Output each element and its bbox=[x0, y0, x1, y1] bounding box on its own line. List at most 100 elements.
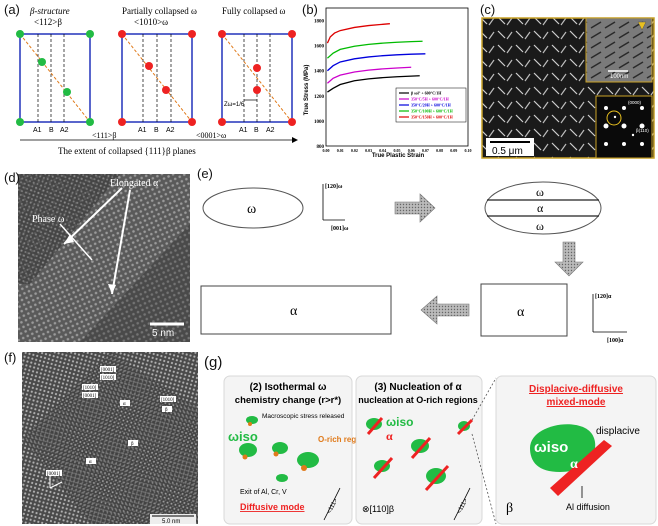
f-tag-5: [0001] bbox=[83, 394, 97, 399]
b-plot-frame bbox=[325, 7, 469, 147]
panel-a-diagram: β-structure <112>β Partially collapsed ω… bbox=[16, 6, 298, 156]
a-tick-a2-3: A2 bbox=[266, 127, 275, 134]
e-omega-2: ω bbox=[536, 185, 544, 199]
panel-d: Elongated α Phase ω 5 nm (d) bbox=[0, 164, 193, 344]
e-alpha-4: α bbox=[290, 304, 298, 319]
e-axis-v1: [120]ω bbox=[325, 184, 343, 190]
a-tick-b-2: B bbox=[154, 127, 159, 134]
b-ytick-5: 1800 bbox=[314, 20, 325, 25]
f-scale: 5.0 nm bbox=[162, 519, 180, 525]
g-orich: O-rich regions bbox=[318, 435, 373, 444]
f-tag-6: [0001] bbox=[47, 472, 61, 477]
a-tick-a2-2: A2 bbox=[166, 127, 175, 134]
b-xlabel: True Plastic Strain bbox=[372, 153, 425, 159]
b-legend-label-2: 350°C/20H + 600°C/1H bbox=[411, 103, 452, 108]
a-title-1: β-structure bbox=[29, 6, 70, 16]
f-tag-beta-2: β bbox=[131, 442, 134, 447]
g-diffusive: Diffusive mode bbox=[240, 502, 305, 512]
f-tag-alpha-1: α bbox=[123, 402, 126, 407]
a-tick-b-1: B bbox=[49, 127, 54, 134]
b-xtick-5: 0.05 bbox=[394, 148, 401, 153]
e-axis-h1: [001]ω bbox=[331, 226, 349, 232]
b-xtick-9: 0.09 bbox=[450, 148, 457, 153]
e-alpha-2: α bbox=[537, 201, 544, 215]
f-tag-1: [0001] bbox=[101, 368, 115, 373]
panel-c: (c) 100nm (0000) β(110) bbox=[478, 0, 656, 160]
g-alpha-1: α bbox=[386, 429, 393, 443]
a-dir-1: <112>β bbox=[34, 17, 62, 27]
e-omega-1: ω bbox=[247, 202, 256, 217]
panel-e-diagram: ω [120]ω [001]ω ω α ω α [120]α [100]α α bbox=[200, 181, 627, 344]
g-al-diffusion: Al diffusion bbox=[566, 502, 610, 512]
panel-g: (g) (2) Isothermal ω chemistry change (r… bbox=[200, 348, 658, 526]
b-xtick-8: 0.08 bbox=[436, 148, 443, 153]
b-xtick-2: 0.02 bbox=[351, 148, 358, 153]
g-step2-stress: Macroscopic stress released bbox=[262, 413, 345, 420]
b-xtick-0: 0.00 bbox=[323, 148, 330, 153]
b-ytick-0: 800 bbox=[317, 145, 325, 150]
b-xtick-3: 0.03 bbox=[365, 148, 372, 153]
f-tag-2: [1010] bbox=[101, 376, 115, 381]
g-step2-title: (2) Isothermal ω bbox=[250, 382, 327, 393]
b-xtick-7: 0.07 bbox=[422, 148, 429, 153]
g-omega-iso-1: ωiso bbox=[228, 429, 258, 444]
panel-c-label: (c) bbox=[480, 2, 496, 17]
b-legend-label-4: 350°C/150H + 600°C/1H bbox=[411, 115, 454, 120]
c-spot-2: β(110) bbox=[636, 128, 649, 133]
a-title-3: Fully collapsed ω bbox=[222, 6, 285, 16]
g-zone: ⊗[110]β bbox=[362, 504, 394, 514]
g-alpha-2: α bbox=[570, 457, 578, 472]
b-legend-label-1: 350°C/5H + 600°C/1H bbox=[411, 97, 450, 102]
a-caption: The extent of collapsed {111}β planes bbox=[58, 146, 196, 156]
b-ytick-1: 1000 bbox=[314, 120, 325, 125]
tem-micrograph-c: 100nm (0000) β(110) 0.5 μm bbox=[481, 17, 655, 159]
a-tick-a1-3: A1 bbox=[239, 127, 248, 134]
a-box-full-omega bbox=[218, 30, 296, 126]
g-omega-iso-3: ωiso bbox=[534, 439, 568, 456]
a-z-label: Zω=1/6 bbox=[224, 102, 245, 108]
b-xtick-10: 0.10 bbox=[465, 148, 472, 153]
b-ytick-4: 1600 bbox=[314, 45, 325, 50]
c-spot-1: (0000) bbox=[628, 100, 642, 105]
panel-a: (a) β-structure <112>β Partially collaps… bbox=[0, 0, 298, 160]
a-tick-a1-2: A1 bbox=[138, 127, 147, 134]
g-beta: β bbox=[506, 501, 513, 516]
g-step3-sub: nucleation at O-rich regions bbox=[358, 395, 478, 405]
b-ytick-3: 1400 bbox=[314, 70, 325, 75]
panel-e-label: (e) bbox=[197, 166, 213, 181]
b-series-line-0 bbox=[327, 75, 420, 93]
b-series-line-3 bbox=[326, 40, 423, 59]
a-box-partial-omega bbox=[118, 30, 196, 126]
b-series-line-2 bbox=[326, 53, 426, 72]
b-ytick-2: 1200 bbox=[314, 95, 325, 100]
g-omega-iso-2: ωiso bbox=[386, 415, 413, 429]
panel-e: (e) ω [120]ω [001]ω ω α ω α [120]α [1 bbox=[195, 164, 658, 346]
e-axis-h2: [100]α bbox=[607, 338, 624, 344]
f-tag-3: [1010] bbox=[83, 386, 97, 391]
a-tick-a2-1: A2 bbox=[60, 127, 69, 134]
panel-d-label: (d) bbox=[4, 170, 20, 185]
a-title-2: Partially collapsed ω bbox=[122, 6, 197, 16]
panel-f-label: (f) bbox=[4, 350, 17, 365]
b-xtick-6: 0.06 bbox=[408, 148, 415, 153]
g-displacive: displacive bbox=[596, 426, 640, 437]
panel-g-label: (g) bbox=[204, 354, 223, 371]
a-box-beta bbox=[16, 30, 94, 126]
panel-f: [0001] [1010] [1010] α β [1010] [0001] [… bbox=[0, 348, 200, 526]
d-ann-omega: Phase ω bbox=[32, 214, 65, 225]
hrtem-image-f: [0001] [1010] [1010] α β [1010] [0001] [… bbox=[22, 352, 198, 525]
e-alpha-3: α bbox=[517, 305, 525, 320]
c-inset-scale: 100nm bbox=[610, 74, 628, 80]
panel-b-label: (b) bbox=[302, 2, 318, 17]
g-step2-sub: chemistry change (r>r*) bbox=[235, 395, 341, 406]
d-scale: 5 nm bbox=[152, 328, 174, 339]
f-tag-alpha-2: α bbox=[89, 460, 92, 465]
a-dir-2: <1010>ω bbox=[134, 17, 168, 27]
g-step4-title2: mixed-mode bbox=[547, 397, 606, 408]
b-legend-label-3: 350°C/100H + 600°C/1H bbox=[411, 109, 454, 114]
f-tag-beta-1: β bbox=[165, 408, 168, 413]
e-omega-3: ω bbox=[536, 219, 544, 233]
b-legend-label-0: β sol° + 600°C/1H bbox=[411, 91, 442, 96]
